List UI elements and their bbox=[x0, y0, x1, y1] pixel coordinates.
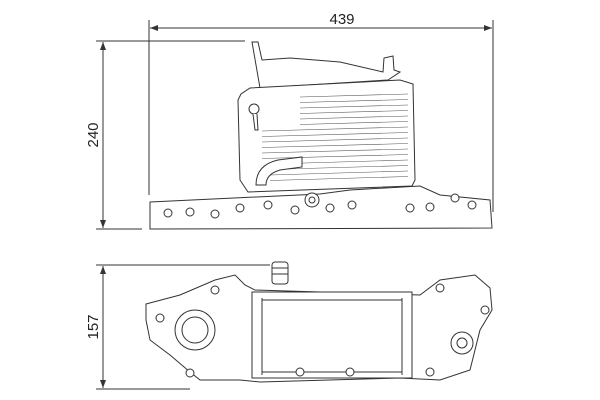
bolt-boss bbox=[325, 203, 335, 213]
bolt-boss bbox=[210, 209, 220, 219]
bolt-boss bbox=[235, 203, 245, 213]
top-view-part bbox=[145, 261, 493, 383]
dimension-width-label: 439 bbox=[329, 11, 354, 28]
cooler-fin-line bbox=[299, 115, 409, 120]
bolt-boss bbox=[425, 202, 435, 212]
cooler-fin-line bbox=[299, 99, 409, 103]
cooler-fin-line bbox=[269, 165, 409, 170]
bolt-boss bbox=[347, 200, 357, 210]
bolt-boss bbox=[163, 208, 173, 218]
cooler-fin-line bbox=[299, 104, 409, 109]
cooler-fin-line bbox=[269, 176, 409, 181]
bolt-boss bbox=[185, 207, 195, 217]
dimension-height-side: 240 bbox=[85, 40, 245, 230]
bolt-boss bbox=[450, 193, 460, 203]
cooler-fin-line bbox=[261, 148, 409, 154]
bolt-boss bbox=[467, 200, 477, 210]
cooler-fin-line bbox=[299, 93, 409, 98]
dimension-height-top-label: 157 bbox=[85, 314, 102, 339]
cooler-fin-line bbox=[261, 132, 409, 137]
cooler-fin-line bbox=[269, 170, 409, 176]
dimension-height-top: 157 bbox=[85, 264, 270, 390]
cooler-fin-line bbox=[261, 126, 409, 132]
cooler-fin-line bbox=[261, 137, 409, 143]
cooler-fin-line bbox=[299, 110, 409, 114]
dimension-width: 439 bbox=[148, 11, 494, 212]
cooler-fin-line bbox=[299, 121, 409, 125]
bolt-boss bbox=[290, 205, 300, 215]
bolt-boss bbox=[263, 200, 273, 210]
side-view-part bbox=[149, 41, 493, 230]
cooler-fin-line bbox=[261, 143, 409, 148]
cooler-fin-line bbox=[261, 154, 409, 159]
bolt-boss bbox=[405, 203, 415, 213]
dimension-height-side-label: 240 bbox=[85, 122, 102, 147]
